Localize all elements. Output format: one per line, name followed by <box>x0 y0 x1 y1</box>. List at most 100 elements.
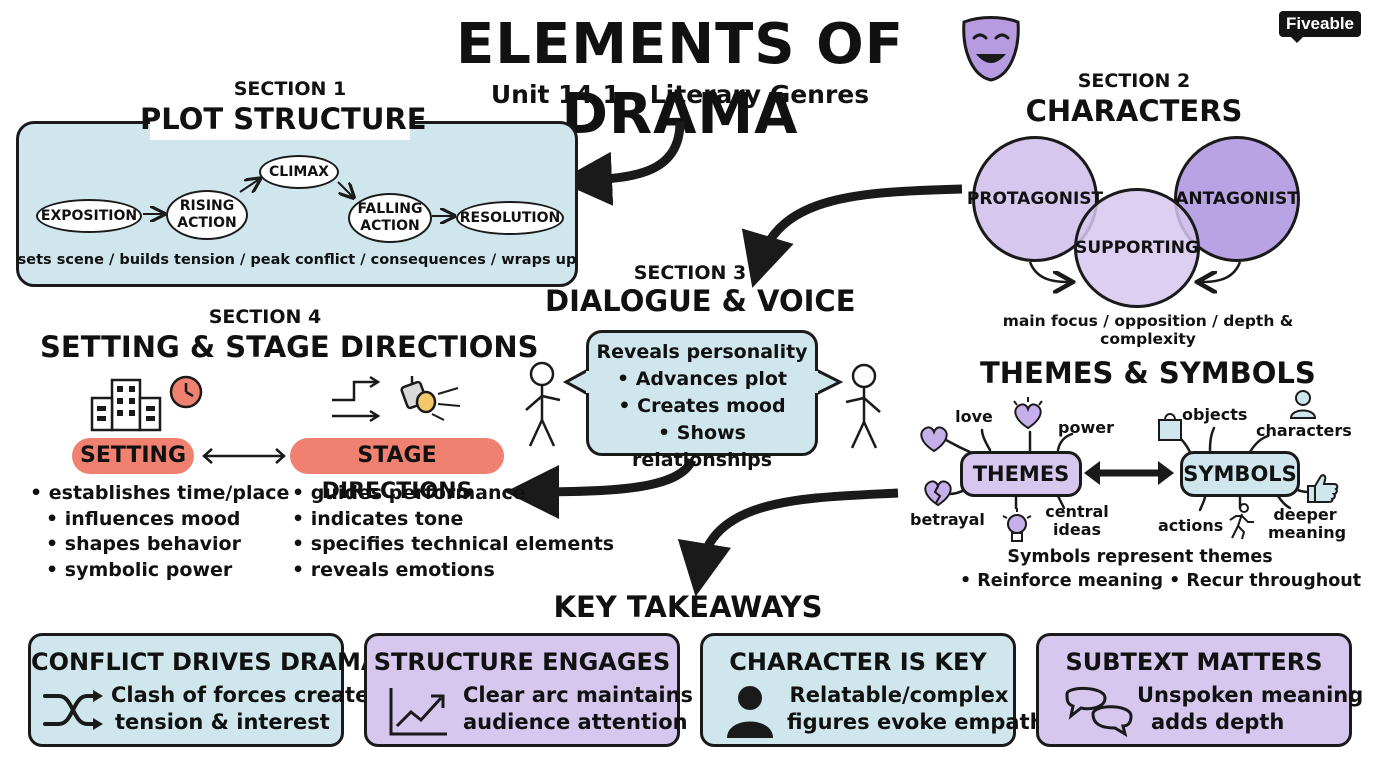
plot-section-label: SECTION 1 <box>233 78 347 100</box>
fiveable-logo: Fiveable <box>1279 11 1361 37</box>
card-title: CHARACTER IS KEY <box>729 648 987 676</box>
characters-title: CHARACTERS <box>1025 94 1243 128</box>
stage-directions-pill: STAGE DIRECTIONS <box>290 438 504 504</box>
dialogue-title: DIALOGUE & VOICE <box>545 284 856 318</box>
card-line: Clash of forces creates <box>111 683 382 707</box>
card-title: SUBTEXT MATTERS <box>1065 648 1323 676</box>
arrow-to-setting <box>505 457 697 519</box>
setting-bullet: • establishes time/place <box>30 482 290 504</box>
page-subtitle: Unit 14.1 – Literary Genres <box>490 80 870 109</box>
dialogue-point: • Creates mood <box>618 395 786 417</box>
theme-word-central-ideas: central ideas <box>1045 502 1109 539</box>
plot-flow-arrows <box>143 0 600 300</box>
card-text: Relatable/complex figures evoke empathy <box>787 682 1059 736</box>
characters-section-label: SECTION 2 <box>1077 70 1191 92</box>
card-text: Clash of forces creates tension & intere… <box>111 682 382 736</box>
takeaways-title: KEY TAKEAWAYS <box>553 590 823 624</box>
themes-pill: THEMES <box>960 451 1082 497</box>
drama-mask-icon <box>962 16 1020 82</box>
spotlight-icon <box>400 376 461 421</box>
directions-bullets: • guides performance • indicates tone • … <box>292 481 615 583</box>
takeaway-card-character: CHARACTER IS KEY Relatable/complex figur… <box>700 633 1059 747</box>
supporting-label: SUPPORTING <box>1075 238 1199 258</box>
symbol-word-characters: characters <box>1256 421 1352 440</box>
plot-title-backdrop <box>150 104 410 140</box>
card-title: CONFLICT DRIVES DRAMA <box>31 648 380 676</box>
setting-title: SETTING & STAGE DIRECTIONS <box>40 330 539 364</box>
card-line: Relatable/complex <box>789 683 1009 707</box>
themes-title: THEMES & SYMBOLS <box>980 356 1316 390</box>
plot-stage-falling-action: FALLING ACTION <box>348 193 432 243</box>
dialogue-point: • Advances plot <box>616 368 788 390</box>
arrow-to-takeaways <box>677 488 899 597</box>
stick-figure-left-icon <box>525 361 561 447</box>
theme-word-power: power <box>1058 418 1114 437</box>
lightbulb-icon <box>1002 508 1032 542</box>
plot-stage-climax: CLIMAX <box>259 155 339 189</box>
trend-chart-icon <box>389 688 447 736</box>
card-title: STRUCTURE ENGAGES <box>373 648 671 676</box>
takeaway-card-subtext: SUBTEXT MATTERS Unspoken meaning adds de… <box>1036 633 1364 747</box>
plot-stage-resolution: RESOLUTION <box>456 201 564 235</box>
symbol-word-deeper-meaning: deeper meaning <box>1268 505 1347 542</box>
directions-bullet: • indicates tone <box>292 507 464 530</box>
plot-caption: sets scene / builds tension / peak confl… <box>17 252 577 268</box>
logo-tail <box>1290 36 1304 43</box>
stage-steps-icon <box>332 375 381 423</box>
directions-bullet: • reveals emotions <box>292 558 495 581</box>
thumbs-up-icon <box>1307 474 1339 503</box>
setting-bullet: • symbolic power <box>46 558 233 581</box>
character-side-arrows <box>1028 261 1242 330</box>
themes-symbols-double-arrow <box>1084 461 1174 485</box>
page-title: ELEMENTS OF DRAMA <box>456 12 904 147</box>
characters-caption: main focus / opposition / depth & comple… <box>1002 312 1294 348</box>
double-arrow-icon <box>202 448 286 464</box>
user-icon <box>1289 390 1317 419</box>
symbol-word-actions: actions <box>1158 516 1224 535</box>
card-line: Unspoken meaning <box>1137 683 1364 707</box>
card-line: tension & interest <box>115 710 330 734</box>
arrow-to-dialogue <box>741 184 963 288</box>
symbols-pill: SYMBOLS <box>1180 451 1300 497</box>
card-line: figures evoke empathy <box>787 710 1059 734</box>
dialogue-section-label: SECTION 3 <box>633 262 747 284</box>
dialogue-point: Reveals personality <box>596 341 808 363</box>
arrow-to-plot <box>558 121 685 206</box>
directions-bullet: • guides performance <box>292 482 526 504</box>
card-text: Clear arc maintains audience attention <box>463 682 694 736</box>
running-person-icon <box>1229 503 1254 540</box>
theme-word-love: love <box>955 407 993 426</box>
takeaway-card-conflict: CONFLICT DRIVES DRAMA Clash of forces cr… <box>28 633 382 747</box>
stick-figure-right-icon <box>845 363 881 449</box>
theme-word-betrayal: betrayal <box>910 510 985 529</box>
directions-bullet: • specifies technical elements <box>292 533 615 555</box>
building-icon <box>90 378 162 432</box>
protagonist-label: PROTAGONIST <box>966 189 1104 209</box>
themes-caption-line1: Symbols represent themes <box>1007 547 1273 567</box>
antagonist-label: ANTAGONIST <box>1175 189 1299 209</box>
setting-pill: SETTING <box>72 438 194 474</box>
card-line: audience attention <box>463 710 688 734</box>
clock-icon <box>169 375 203 409</box>
card-line: Clear arc maintains <box>463 683 694 707</box>
setting-section-label: SECTION 4 <box>208 306 322 328</box>
dialogue-bubble: Reveals personality • Advances plot • Cr… <box>586 330 818 471</box>
speech-bubbles-icon <box>1065 687 1133 738</box>
broken-heart-icon <box>924 480 952 507</box>
setting-bullet: • influences mood <box>46 507 241 530</box>
setting-bullet: • shapes behavior <box>46 533 241 555</box>
shuffle-icon <box>43 690 103 730</box>
shopping-bag-icon <box>1158 413 1182 441</box>
takeaway-card-structure: STRUCTURE ENGAGES Clear arc maintains au… <box>364 633 694 747</box>
setting-bullets: • establishes time/place • influences mo… <box>30 481 290 583</box>
glowing-heart-icon <box>1013 397 1043 430</box>
themes-caption-line2: • Reinforce meaning • Recur throughout <box>960 571 1362 591</box>
plot-stage-exposition: EXPOSITION <box>36 199 142 233</box>
heart-icon <box>920 426 948 453</box>
plot-title: PLOT STRUCTURE <box>140 102 427 136</box>
character-circle-supporting: SUPPORTING <box>1074 188 1200 308</box>
card-line: adds depth <box>1151 710 1285 734</box>
person-icon <box>727 686 773 738</box>
plot-stage-rising-action: RISING ACTION <box>166 190 248 240</box>
